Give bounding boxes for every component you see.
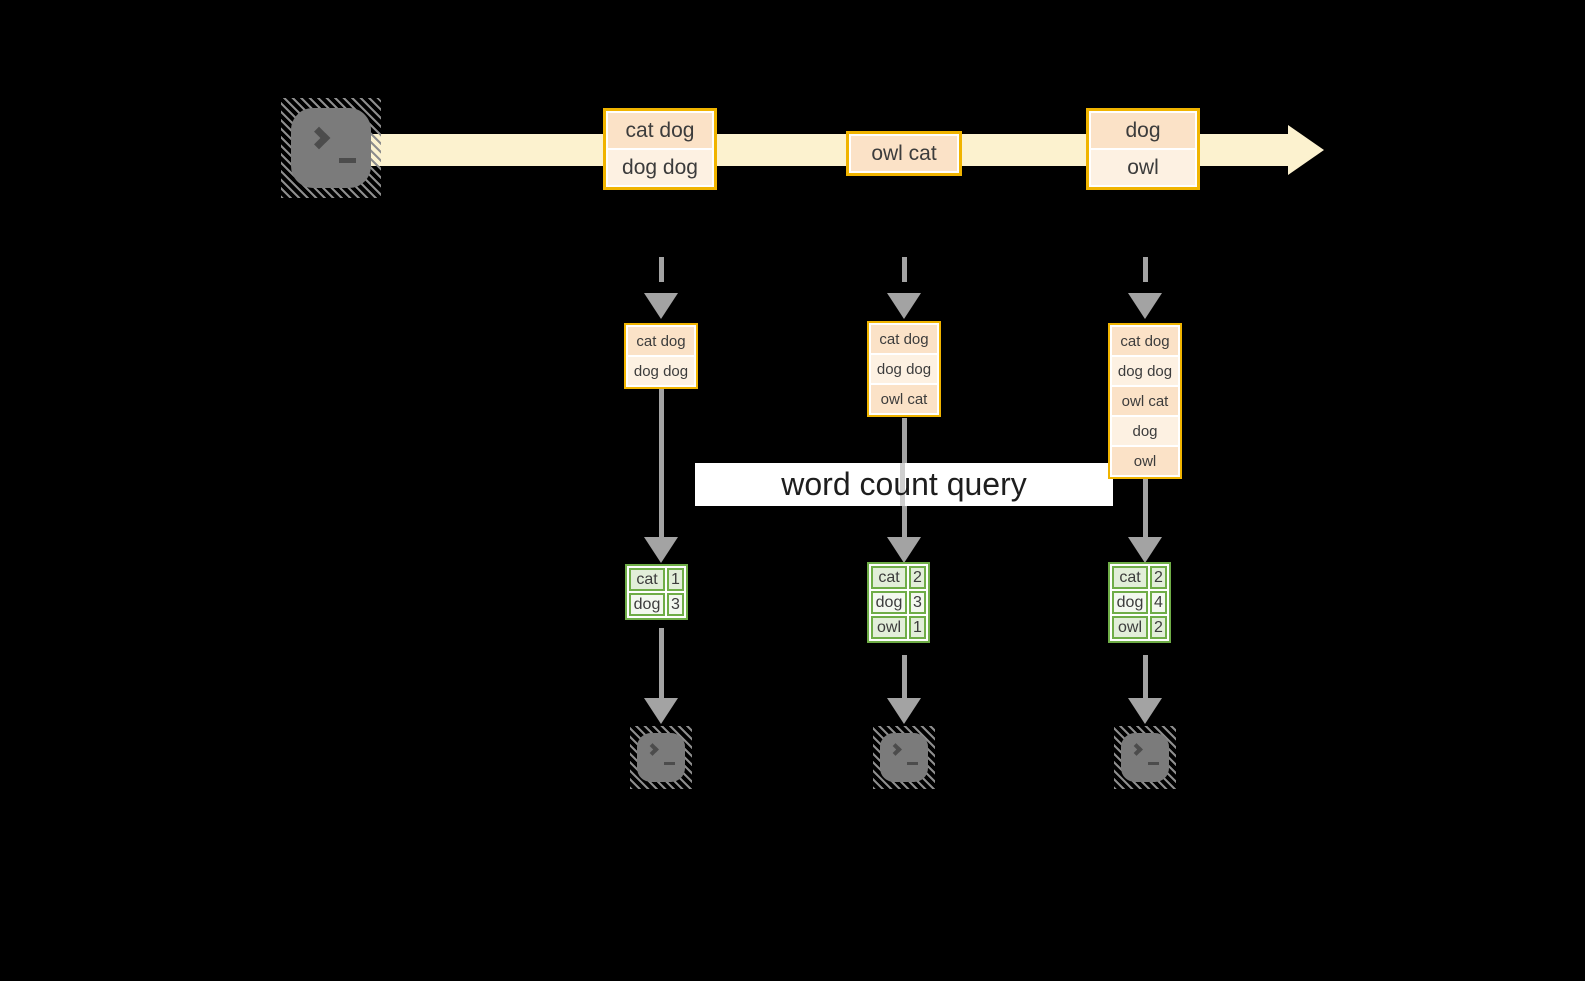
terminal-sink-icon-1 [630, 726, 692, 789]
state-record: cat dog [871, 325, 937, 353]
arrow-line [1142, 655, 1148, 698]
count-cell: 2 [909, 566, 926, 589]
arrowhead-icon [1128, 293, 1162, 319]
stream-record: dog dog [608, 150, 712, 185]
state-record: owl cat [1112, 387, 1178, 415]
state-record: owl cat [871, 385, 937, 413]
word-cell: cat [629, 568, 665, 591]
arrow-line [658, 628, 664, 698]
arrowhead-icon [887, 698, 921, 724]
prompt-underscore-icon [339, 158, 356, 163]
table-row: dog 3 [871, 591, 926, 614]
word-count-table-1: cat 1 dog 3 [625, 564, 688, 620]
prompt-chevron-icon [307, 126, 331, 150]
table-row: dog 4 [1112, 591, 1167, 614]
prompt-chevron-icon [889, 743, 902, 756]
state-record: dog dog [628, 357, 694, 385]
stream-event-batch-2: owl cat [846, 131, 962, 176]
accumulated-state-2: cat dog dog dog owl cat [867, 321, 941, 417]
terminal-sink-icon-2 [873, 726, 935, 789]
terminal-sink-icon-3 [1114, 726, 1176, 789]
count-cell: 2 [1150, 566, 1167, 589]
arrowhead-icon [1128, 698, 1162, 724]
arrow-line [658, 387, 664, 537]
arrow-line [1142, 479, 1148, 537]
arrowhead-icon [887, 537, 921, 563]
arrowhead-icon [1128, 537, 1162, 563]
state-record: dog dog [1112, 357, 1178, 385]
word-cell: owl [1112, 616, 1148, 639]
table-row: owl 2 [1112, 616, 1167, 639]
terminal-screen [1121, 733, 1169, 782]
word-cell: dog [1112, 591, 1148, 614]
result-arrow-1 [644, 628, 678, 724]
count-cell: 4 [1150, 591, 1167, 614]
count-cell: 3 [909, 591, 926, 614]
count-cell: 1 [909, 616, 926, 639]
table-row: cat 2 [871, 566, 926, 589]
state-record: dog [1112, 417, 1178, 445]
query-label-banner: word count query [695, 463, 1113, 506]
accumulated-state-3: cat dog dog dog owl cat dog owl [1108, 323, 1182, 479]
arrow-dash [901, 257, 907, 282]
state-record: dog dog [871, 355, 937, 383]
stream-event-batch-3: dog owl [1086, 108, 1200, 190]
state-record: cat dog [1112, 327, 1178, 355]
query-arrow-1 [644, 387, 678, 563]
result-arrow-3 [1128, 655, 1162, 724]
prompt-chevron-icon [1130, 743, 1143, 756]
stream-record: owl cat [851, 136, 957, 171]
count-cell: 2 [1150, 616, 1167, 639]
terminal-screen [637, 733, 685, 782]
stream-record: owl [1091, 150, 1195, 185]
arrowhead-icon [887, 293, 921, 319]
stream-to-state-arrow-1 [644, 257, 678, 319]
table-row: dog 3 [629, 593, 684, 616]
prompt-underscore-icon [1148, 762, 1159, 765]
stream-timeline-arrowhead-icon [1288, 125, 1324, 175]
word-cell: dog [871, 591, 907, 614]
state-record: cat dog [628, 327, 694, 355]
stream-event-batch-1: cat dog dog dog [603, 108, 717, 190]
word-cell: cat [1112, 566, 1148, 589]
table-row: owl 1 [871, 616, 926, 639]
query-arrow-3 [1128, 479, 1162, 563]
arrow-line [901, 655, 907, 698]
word-cell: cat [871, 566, 907, 589]
table-row: cat 2 [1112, 566, 1167, 589]
arrow-dash [1142, 257, 1148, 282]
arrow-dash [658, 257, 664, 282]
arrowhead-icon [644, 537, 678, 563]
terminal-screen [291, 108, 371, 188]
word-cell: owl [871, 616, 907, 639]
result-arrow-2 [887, 655, 921, 724]
terminal-screen [880, 733, 928, 782]
count-cell: 1 [667, 568, 684, 591]
table-row: cat 1 [629, 568, 684, 591]
prompt-underscore-icon [664, 762, 675, 765]
word-count-table-2: cat 2 dog 3 owl 1 [867, 562, 930, 643]
stream-to-state-arrow-2 [887, 257, 921, 319]
stream-record: cat dog [608, 113, 712, 148]
prompt-chevron-icon [646, 743, 659, 756]
arrowhead-icon [644, 698, 678, 724]
count-cell: 3 [667, 593, 684, 616]
word-cell: dog [629, 593, 665, 616]
accumulated-state-1: cat dog dog dog [624, 323, 698, 389]
arrow-through-label [900, 463, 905, 506]
query-label-text: word count query [781, 466, 1027, 502]
stream-record: dog [1091, 113, 1195, 148]
arrowhead-icon [644, 293, 678, 319]
stream-to-state-arrow-3 [1128, 257, 1162, 319]
state-record: owl [1112, 447, 1178, 475]
word-count-table-3: cat 2 dog 4 owl 2 [1108, 562, 1171, 643]
terminal-source-icon [281, 98, 381, 198]
prompt-underscore-icon [907, 762, 918, 765]
